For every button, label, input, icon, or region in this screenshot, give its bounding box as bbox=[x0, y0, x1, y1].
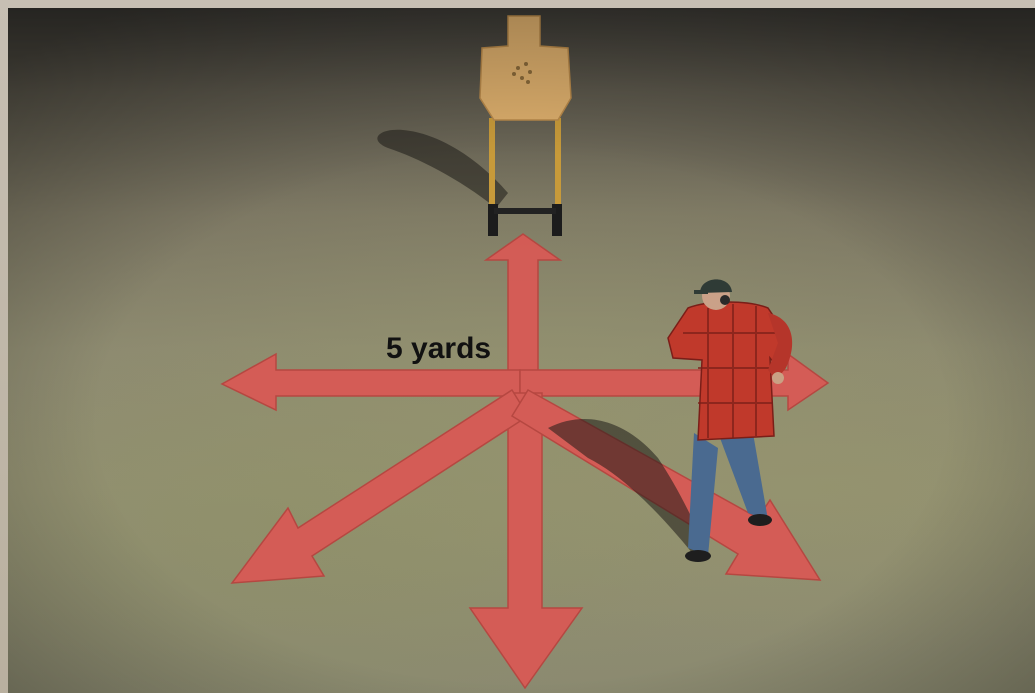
range-scene: 5 yards bbox=[8, 8, 1035, 693]
target-stand bbox=[488, 118, 562, 236]
arrow-down-left bbox=[232, 390, 528, 583]
distance-label: 5 yards bbox=[386, 332, 491, 366]
target-icon bbox=[480, 16, 571, 120]
target-shadow bbox=[377, 130, 508, 208]
scene-graphics bbox=[8, 8, 1035, 693]
arrow-up bbox=[486, 234, 560, 393]
